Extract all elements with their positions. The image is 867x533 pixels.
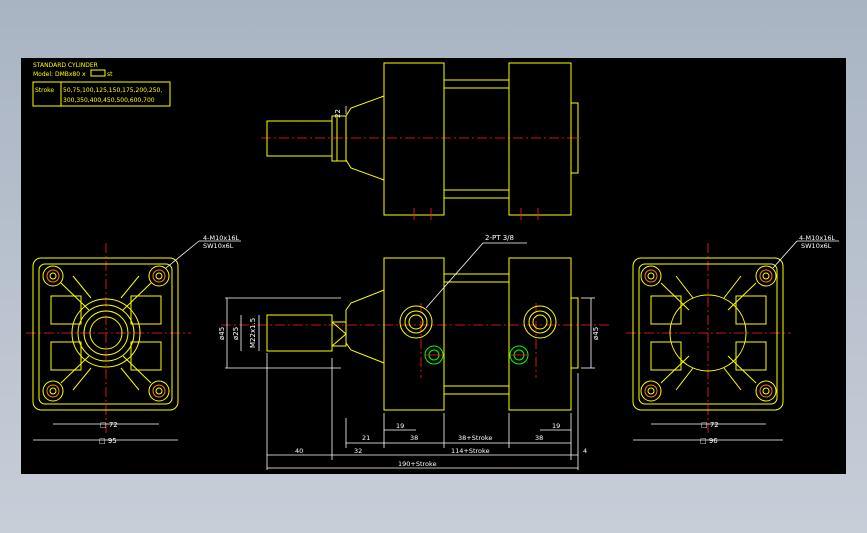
left-end-view: 4-M10x16L SW10x6L □ 72 □ 95 bbox=[26, 234, 241, 445]
dim-sq95-left: □ 95 bbox=[99, 437, 117, 445]
dim-19a: 19 bbox=[396, 422, 404, 430]
dim-38b: 38 bbox=[535, 434, 543, 442]
top-piston-rod bbox=[266, 120, 333, 157]
right-end-view: 4-M10x16L SW10x6L □ 72 □ 96 bbox=[626, 234, 839, 445]
left-thread-callout-1: 4-M10x16L bbox=[203, 234, 239, 242]
stroke-values-row1: 50,75,100,125,150,175,200,250, bbox=[63, 87, 162, 94]
dim-thread: M22x1.5 bbox=[249, 318, 257, 348]
title-block: STANDARD CYLINDER Model: DMBx80 x st Str… bbox=[32, 62, 171, 107]
dim-32: 32 bbox=[354, 447, 362, 455]
model-label: Model: DMBx80 x bbox=[33, 71, 86, 78]
dim-19b: 19 bbox=[552, 422, 560, 430]
model-suffix: st bbox=[107, 71, 113, 78]
dim-21: 21 bbox=[362, 434, 370, 442]
front-piston-rod bbox=[266, 314, 333, 352]
front-barrel bbox=[443, 273, 510, 395]
left-end-plate bbox=[32, 257, 179, 411]
top-front-cover bbox=[383, 62, 445, 216]
front-head-cover bbox=[383, 257, 445, 411]
dim-phi45-right: ø45 bbox=[592, 327, 600, 340]
stroke-table bbox=[32, 81, 171, 107]
right-thread-callout-1: 4-M10x16L bbox=[799, 234, 835, 242]
dim-sq72-right: □ 72 bbox=[701, 421, 719, 429]
dim-40: 40 bbox=[295, 447, 303, 455]
left-thread-callout-2: SW10x6L bbox=[203, 242, 234, 250]
port-front bbox=[399, 305, 433, 339]
left-mounting-holes bbox=[42, 265, 170, 402]
dim-38-stroke: 38+Stroke bbox=[458, 434, 492, 442]
top-rear-cover bbox=[508, 62, 572, 216]
port-rear bbox=[523, 305, 557, 339]
ports-callout: 2-PT 3/8 bbox=[485, 234, 514, 242]
dim-phi45-left: ø45 bbox=[218, 327, 226, 340]
dim-114-stroke: 114+Stroke bbox=[451, 447, 490, 455]
stroke-label: Stroke bbox=[35, 87, 54, 94]
drawing-title: STANDARD CYLINDER bbox=[33, 62, 98, 69]
top-barrel bbox=[443, 79, 510, 199]
front-rear-cover bbox=[508, 257, 572, 411]
right-end-plate bbox=[632, 257, 784, 411]
stroke-values-row2: 300,350,400,450,500,600,700 bbox=[63, 97, 155, 104]
cushion-screw-rear bbox=[509, 345, 529, 365]
dim-38a: 38 bbox=[410, 434, 418, 442]
dim-phi25: ø25 bbox=[232, 327, 240, 340]
right-thread-callout-2: SW10x6L bbox=[801, 242, 832, 250]
cylinder-drawing: STANDARD CYLINDER Model: DMBx80 x st Str… bbox=[26, 62, 839, 470]
model-blank-box bbox=[90, 69, 106, 77]
right-mounting-holes bbox=[640, 265, 777, 402]
front-view: 2-PT 3/8 ø45 ø25 M22x1.5 ø45 19 19 21 38… bbox=[218, 234, 611, 470]
top-view: 22 bbox=[261, 62, 581, 220]
dim-190-stroke: 190+Stroke bbox=[398, 460, 437, 468]
dim-sq72-left: □ 72 bbox=[100, 421, 118, 429]
dim-4: 4 bbox=[583, 447, 587, 455]
cad-drawing-canvas: STANDARD CYLINDER Model: DMBx80 x st Str… bbox=[21, 58, 846, 474]
dim-sq96-right: □ 96 bbox=[700, 437, 718, 445]
dim-rod-top: 22 bbox=[334, 109, 342, 118]
cushion-screw-front bbox=[424, 345, 444, 365]
